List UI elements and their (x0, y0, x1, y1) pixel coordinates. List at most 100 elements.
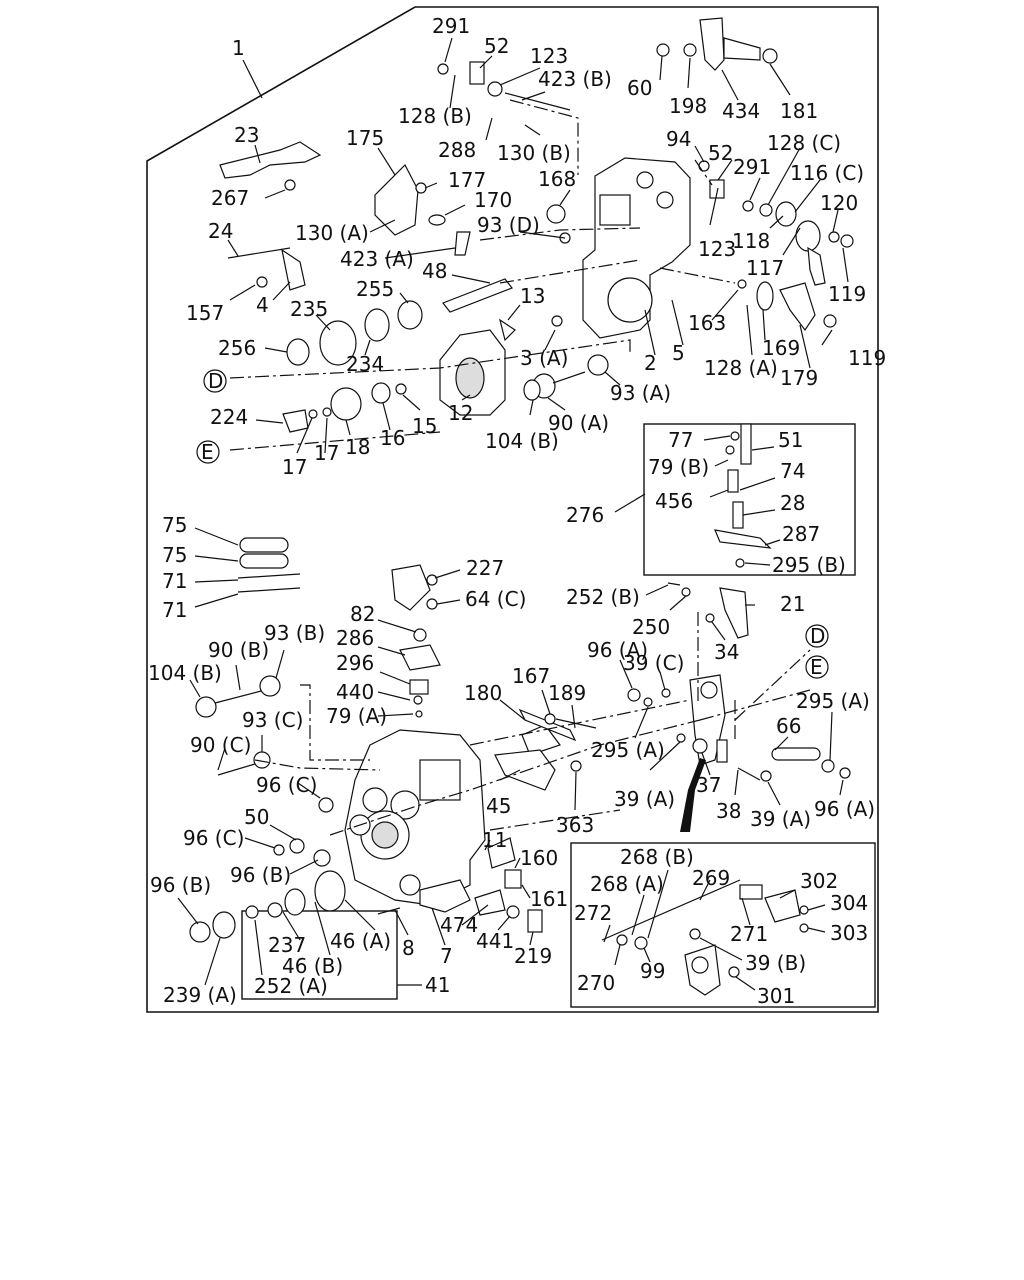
label-123: 123 (530, 44, 568, 68)
label-157: 157 (186, 301, 224, 325)
box-268 (570, 842, 876, 1008)
label-93a: 93 (A) (610, 381, 671, 405)
label-440: 440 (336, 680, 374, 704)
label-52b: 52 (708, 141, 733, 165)
label-302: 302 (800, 869, 838, 893)
label-234: 234 (346, 352, 384, 376)
label-271: 271 (730, 922, 768, 946)
label-39b: 39 (B) (745, 951, 806, 975)
label-250: 250 (632, 615, 670, 639)
label-66: 66 (776, 714, 801, 738)
label-34: 34 (714, 640, 739, 664)
reference-markers: D E D E (196, 369, 829, 679)
label-52: 52 (484, 34, 509, 58)
label-23: 23 (234, 123, 259, 147)
label-423b: 423 (B) (538, 67, 612, 91)
label-75a: 75 (162, 513, 187, 537)
label-267: 267 (211, 186, 249, 210)
label-295a: 295 (A) (796, 689, 870, 713)
ref-e-text-2: E (810, 655, 823, 679)
label-46b: 46 (B) (282, 954, 343, 978)
label-363: 363 (556, 813, 594, 837)
label-48: 48 (422, 259, 447, 283)
label-46a: 46 (A) (330, 929, 391, 953)
label-119b: 119 (848, 346, 886, 370)
label-304: 304 (830, 891, 868, 915)
label-235: 235 (290, 297, 328, 321)
label-189: 189 (548, 681, 586, 705)
label-79b: 79 (B) (648, 455, 709, 479)
label-16: 16 (380, 426, 405, 450)
label-291b: 291 (733, 155, 771, 179)
label-276: 276 (566, 503, 604, 527)
label-301: 301 (757, 984, 795, 1008)
label-17a: 17 (282, 455, 307, 479)
label-268a: 268 (A) (590, 872, 664, 896)
label-51: 51 (778, 428, 803, 452)
box-41 (241, 910, 398, 1000)
label-39c: 39 (C) (623, 651, 684, 675)
label-170: 170 (474, 188, 512, 212)
label-291: 291 (432, 14, 470, 38)
label-295a2: 295 (A) (591, 738, 665, 762)
label-38: 38 (716, 799, 741, 823)
label-434: 434 (722, 99, 760, 123)
label-441: 441 (476, 929, 514, 953)
detail-wedge (680, 758, 706, 832)
label-71b: 71 (162, 598, 187, 622)
leader-lines (177, 37, 849, 991)
label-255: 255 (356, 277, 394, 301)
label-50: 50 (244, 805, 269, 829)
label-423a: 423 (A) (340, 247, 414, 271)
ref-e-marker (196, 440, 220, 464)
label-177: 177 (448, 168, 486, 192)
ref-d-marker (203, 369, 227, 393)
label-90c: 90 (C) (190, 733, 251, 757)
label-82: 82 (350, 602, 375, 626)
assembly-frame (146, 6, 879, 1013)
label-99: 99 (640, 959, 665, 983)
ref-d-text-2: D (810, 624, 825, 648)
ref-d-marker-2 (805, 624, 829, 648)
label-268b: 268 (B) (620, 845, 694, 869)
label-474: 474 (440, 913, 478, 937)
label-179: 179 (780, 366, 818, 390)
label-96b: 96 (B) (230, 863, 291, 887)
label-39a: 39 (A) (614, 787, 675, 811)
label-270: 270 (577, 971, 615, 995)
label-17b: 17 (314, 441, 339, 465)
label-41: 41 (425, 973, 450, 997)
label-90b: 90 (B) (208, 638, 269, 662)
label-77: 77 (668, 428, 693, 452)
label-13: 13 (520, 284, 545, 308)
label-123b: 123 (698, 237, 736, 261)
label-60: 60 (627, 76, 652, 100)
label-37: 37 (696, 773, 721, 797)
label-128c: 128 (C) (767, 131, 841, 155)
label-96b2: 96 (B) (150, 873, 211, 897)
label-175: 175 (346, 126, 384, 150)
label-79a: 79 (A) (326, 704, 387, 728)
small-parts (189, 17, 854, 996)
label-163: 163 (688, 311, 726, 335)
label-128a: 128 (A) (704, 356, 778, 380)
label-104b2: 104 (B) (148, 661, 222, 685)
label-74: 74 (780, 459, 805, 483)
label-295b: 295 (B) (772, 553, 846, 577)
cam-ring-part (439, 329, 506, 416)
label-45: 45 (486, 794, 511, 818)
label-303: 303 (830, 921, 868, 945)
label-219: 219 (514, 944, 552, 968)
label-21: 21 (780, 592, 805, 616)
label-96c2: 96 (C) (183, 826, 244, 850)
label-4: 4 (256, 293, 269, 317)
label-90a: 90 (A) (548, 411, 609, 435)
label-252b: 252 (B) (566, 585, 640, 609)
label-24: 24 (208, 219, 233, 243)
label-71a: 71 (162, 569, 187, 593)
label-269: 269 (692, 866, 730, 890)
label-181: 181 (780, 99, 818, 123)
label-3a: 3 (A) (520, 346, 568, 370)
label-167: 167 (512, 664, 550, 688)
